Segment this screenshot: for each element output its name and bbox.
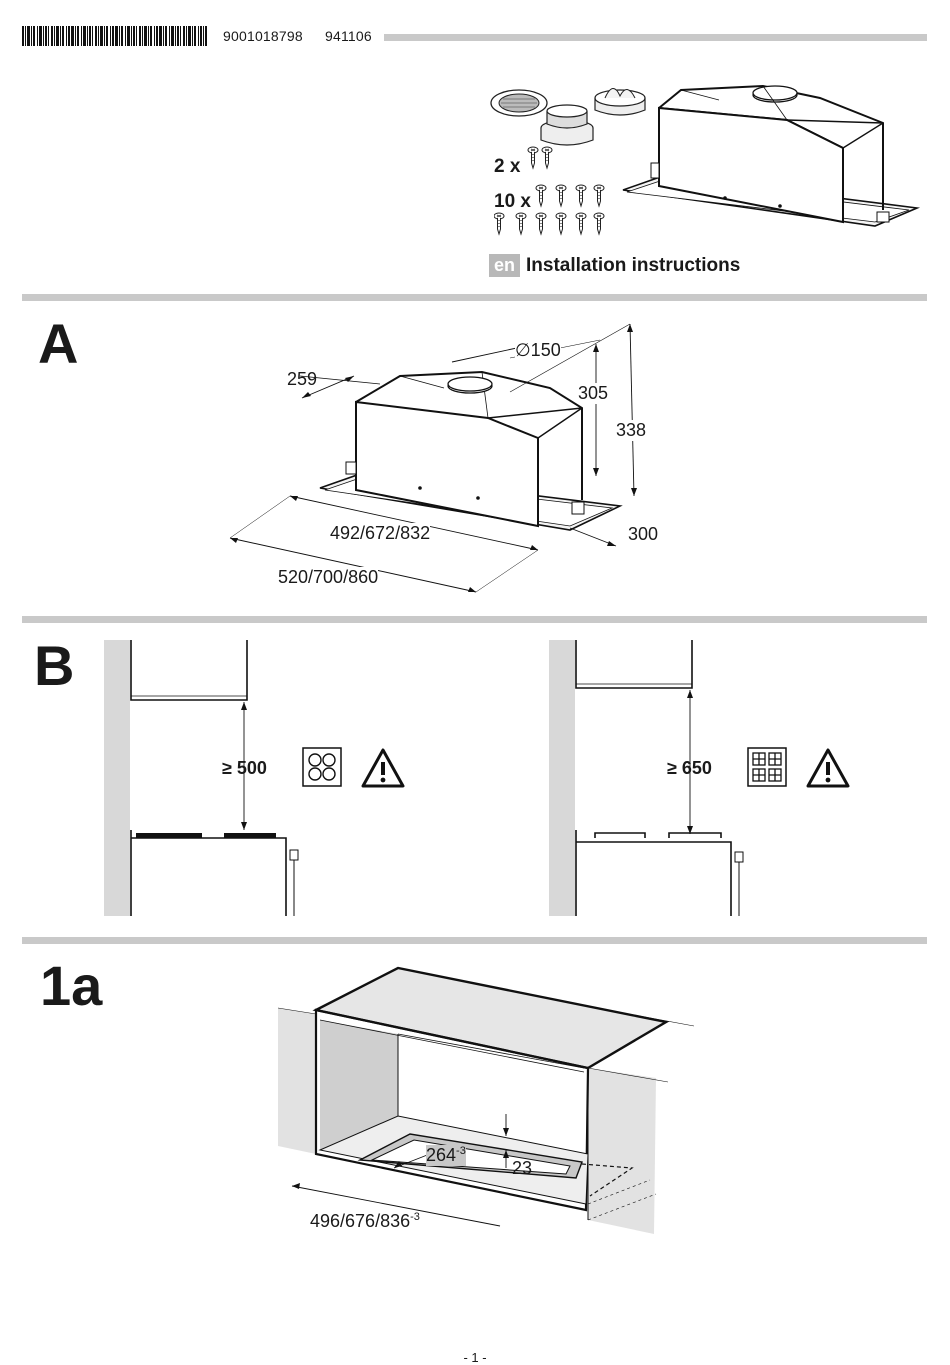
page-number: - 1 - xyxy=(463,1350,487,1365)
inner-width-label: 492/672/832 xyxy=(330,523,431,544)
gas-hob-icon xyxy=(747,747,787,787)
electric-hob-icon xyxy=(302,747,342,787)
total-height-label: 338 xyxy=(616,420,647,441)
outer-width-label: 520/700/860 xyxy=(278,567,379,588)
section-label-1a: 1a xyxy=(40,954,103,1017)
warning-icon xyxy=(806,748,850,788)
warning-icon xyxy=(361,748,405,788)
screws-small-quantity: 2 x xyxy=(494,156,521,177)
language-badge: en xyxy=(489,254,521,277)
section-rule-a xyxy=(22,294,927,301)
cabinet-cutout-drawing xyxy=(277,966,695,1234)
hood-dimension-drawing xyxy=(229,323,637,593)
screws-large-quantity: 10 x xyxy=(494,191,531,212)
cutout-depth-value: 264 xyxy=(426,1145,457,1165)
section-rule-1a xyxy=(22,937,927,944)
section-label-a: A xyxy=(38,312,79,375)
section-label-b: B xyxy=(34,634,75,697)
document-number: 9001018798 xyxy=(223,28,303,44)
cutout-offset-label: 23 xyxy=(512,1158,533,1178)
document-title: en Installation instructions xyxy=(489,254,740,277)
barcode xyxy=(22,26,207,46)
depth-label: 300 xyxy=(628,524,659,544)
cutout-width-tolerance: -3 xyxy=(410,1211,420,1223)
electric-distance-label: ≥ 500 xyxy=(222,758,267,778)
backflow-flap-icon xyxy=(594,88,646,116)
cutout-width-value: 496/676/836 xyxy=(310,1211,411,1231)
cutout-width-label: 496/676/836-3 xyxy=(310,1211,420,1232)
cutout-depth-label: 264-3 xyxy=(426,1145,466,1166)
section-rule-b xyxy=(22,616,927,623)
gas-hob-clearance-drawing xyxy=(549,640,744,916)
document-codes: 9001018798 941106 xyxy=(223,28,390,44)
header-rule xyxy=(384,34,927,41)
hood-icon xyxy=(622,84,921,227)
title-text: Installation instructions xyxy=(526,254,741,276)
top-depth-label: 259 xyxy=(287,369,318,389)
duct-diameter-label: ∅150 xyxy=(515,340,561,361)
body-height-label: 305 xyxy=(578,383,609,404)
gas-distance-label: ≥ 650 xyxy=(667,758,712,778)
duct-adapter-icon xyxy=(540,104,594,146)
electric-hob-clearance-drawing xyxy=(104,640,299,916)
cutout-depth-tolerance: -3 xyxy=(456,1145,466,1157)
date-code: 941106 xyxy=(324,28,372,44)
accessories-illustration xyxy=(490,84,921,227)
grille-icon xyxy=(490,89,548,117)
